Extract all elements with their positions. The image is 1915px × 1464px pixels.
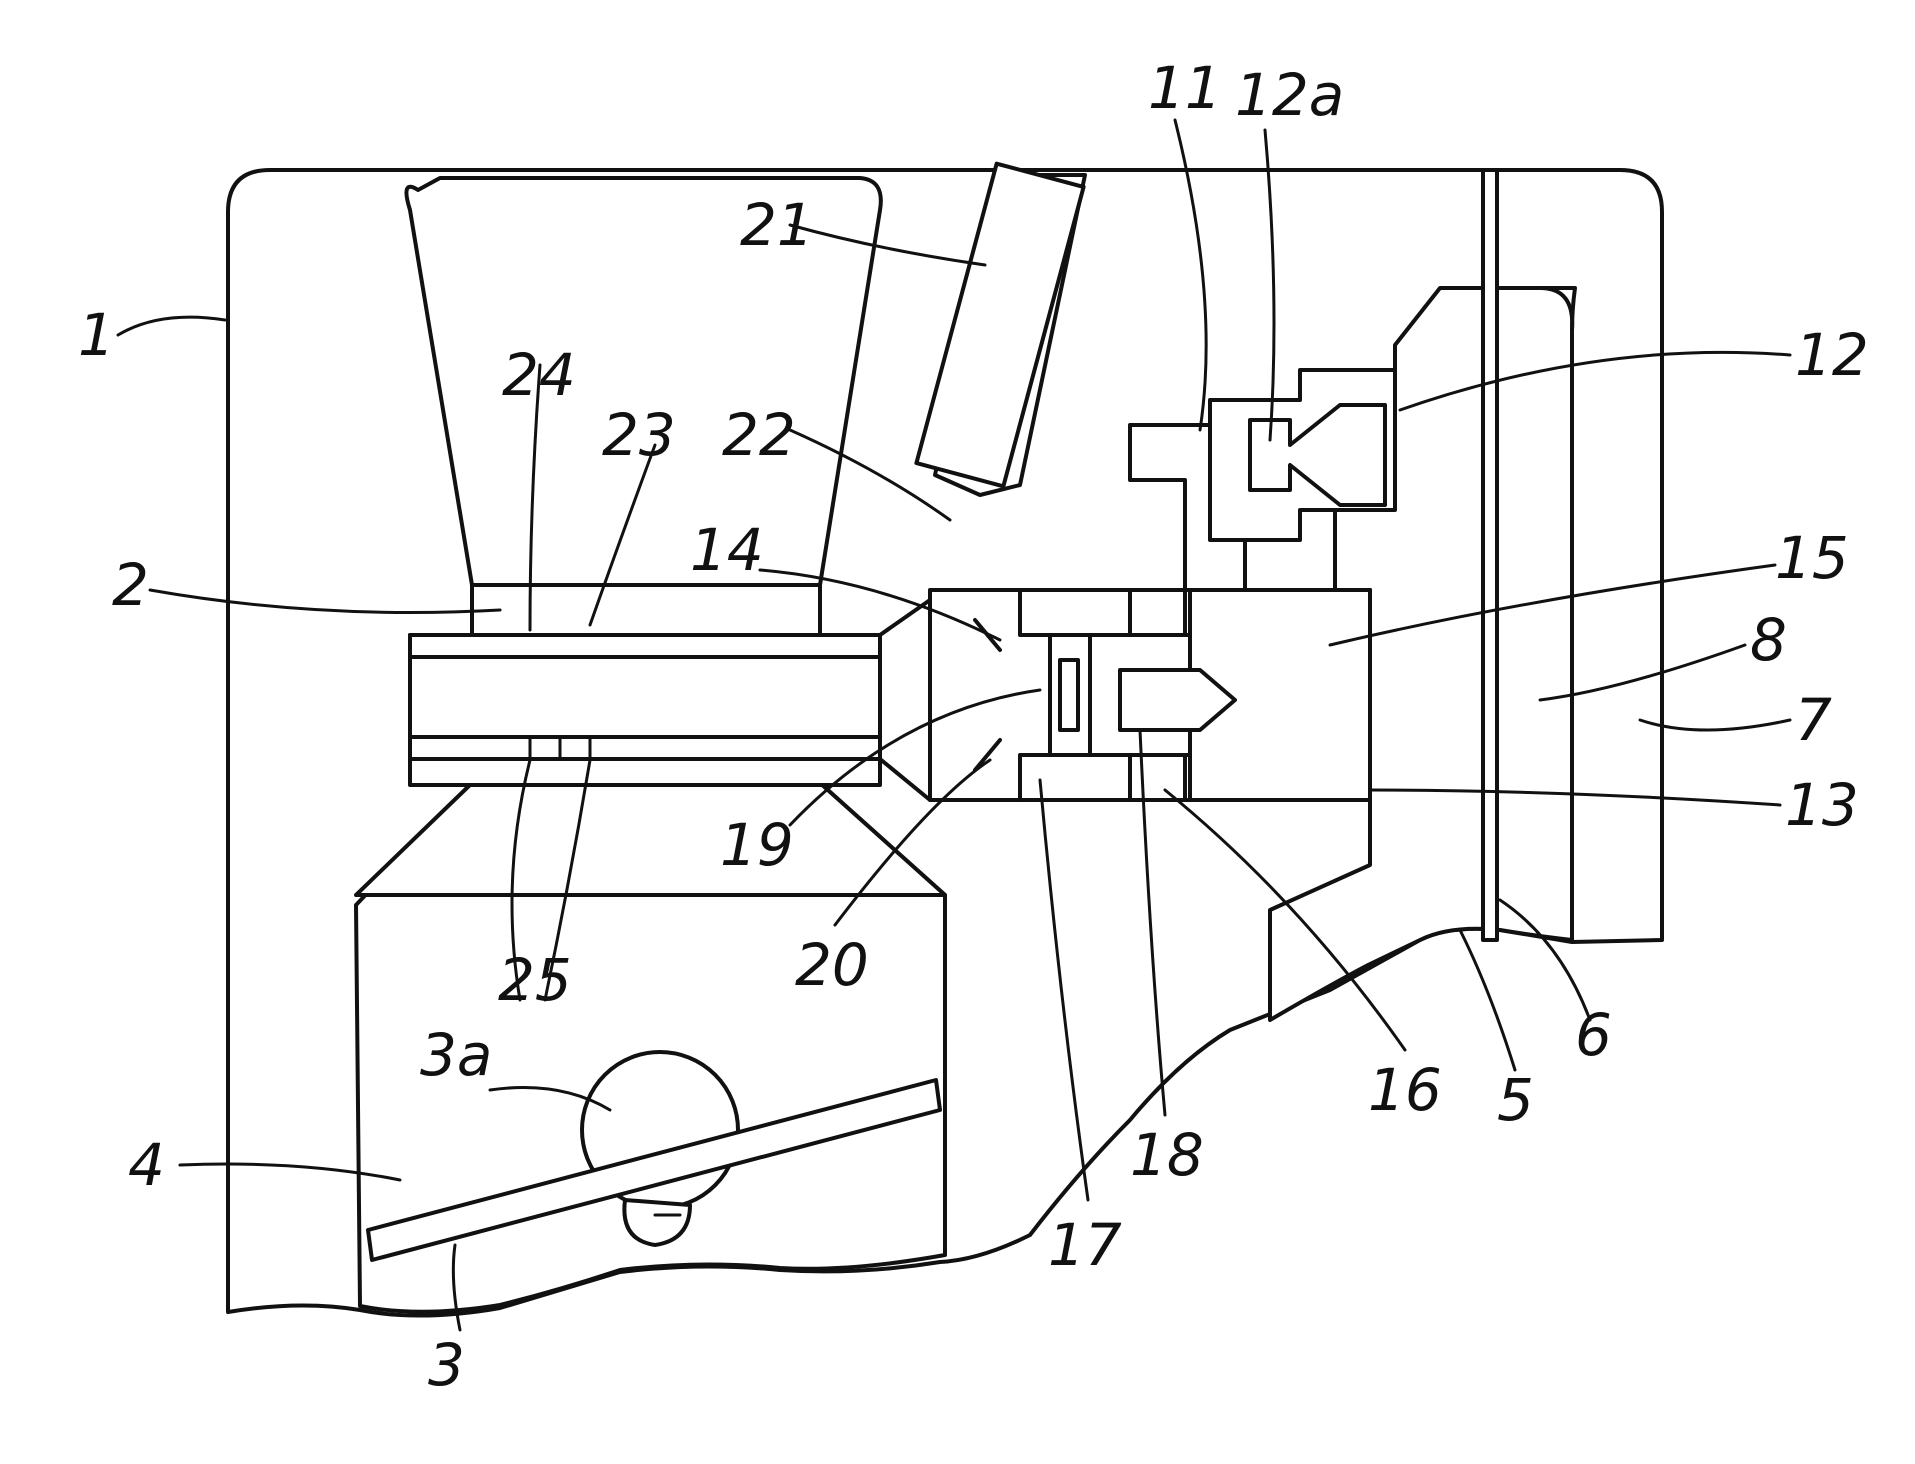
label-15: 15 — [1775, 524, 1849, 592]
label-3a: 3a — [420, 1021, 492, 1089]
injector-21 — [916, 164, 1083, 487]
leader-17 — [1040, 780, 1088, 1200]
label-12: 12 — [1795, 321, 1869, 389]
label-22: 22 — [722, 401, 796, 469]
port-16 — [1130, 755, 1185, 800]
tube-tip — [880, 600, 930, 800]
label-17: 17 — [1048, 1211, 1122, 1279]
leader-11 — [1175, 120, 1206, 430]
label-23: 23 — [602, 401, 676, 469]
label-24: 24 — [502, 341, 576, 409]
leader-5 — [1460, 930, 1515, 1070]
lower-passage — [356, 783, 945, 895]
label-21: 21 — [740, 191, 814, 259]
label-18: 18 — [1130, 1121, 1204, 1189]
label-6: 6 — [1575, 1001, 1612, 1069]
chamber-band-2 — [472, 585, 820, 635]
label-4: 4 — [128, 1131, 165, 1199]
label-20: 20 — [795, 931, 869, 999]
valve-block — [930, 590, 1370, 800]
label-14: 14 — [690, 516, 764, 584]
port-upper — [1130, 590, 1185, 635]
spring-19 — [1060, 660, 1078, 730]
label-3: 3 — [428, 1331, 465, 1399]
leader-12a — [1265, 130, 1274, 440]
label-1: 1 — [78, 301, 115, 369]
label-2: 2 — [112, 551, 149, 619]
label-16: 16 — [1368, 1056, 1442, 1124]
label-19: 19 — [720, 811, 794, 879]
leader-1 — [118, 317, 225, 335]
label-25: 25 — [498, 946, 572, 1014]
label-7: 7 — [1795, 686, 1832, 754]
label-5: 5 — [1497, 1066, 1534, 1134]
label-11: 11 — [1148, 54, 1222, 122]
label-13: 13 — [1785, 771, 1859, 839]
label-8: 8 — [1750, 606, 1787, 674]
leader-2 — [150, 590, 500, 613]
membrane-6 — [1483, 170, 1497, 940]
label-12a: 12a — [1235, 61, 1344, 129]
